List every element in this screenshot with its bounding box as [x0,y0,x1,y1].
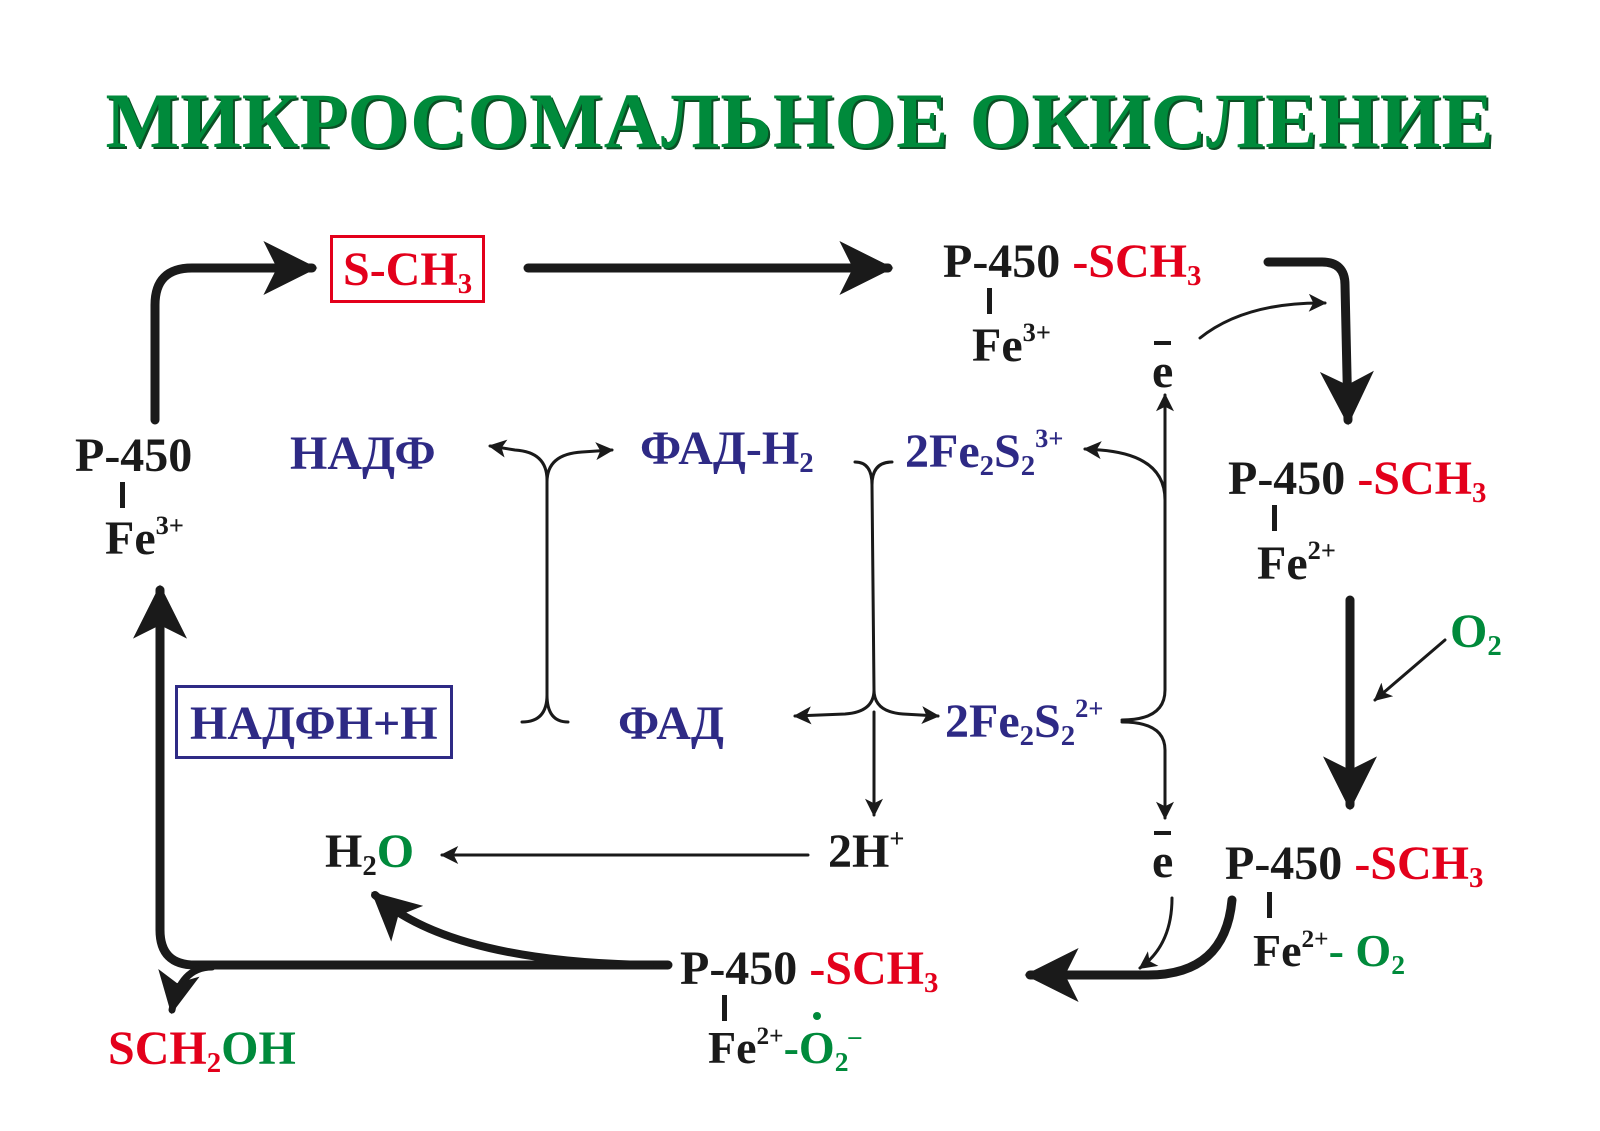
bracket-fes [1083,441,1167,722]
bracket-nadph [488,439,549,724]
product-label: SCH2OH [108,1022,296,1080]
substrate-label: S-CH3 [330,235,486,303]
fadh2-label: ФАД-Н2 [640,422,814,480]
electron-top: e [1152,345,1174,398]
arrow-complex-fe3-to-fe2 [1263,257,1374,426]
complex-oxy: P-450 -SCH3 [1225,837,1484,895]
bond-bar [1272,505,1277,535]
arrow-electron-in-1 [1198,293,1327,340]
diagram-title: МИКРОСОМАЛЬНОЕ ОКИСЛЕНИЕ [105,77,1495,164]
arrow-to-product [158,963,216,1015]
arrow-to-water [371,891,654,969]
p450-free: P-450 [75,429,193,482]
bracket-fadh2 [793,460,876,725]
iron-fe3-left: Fe3+ [105,510,184,565]
nadph-label: НАДФН+Н [175,685,453,759]
bond-bar [1267,892,1272,922]
arrow-oxy-to-superoxide [1024,895,1237,1002]
bond-bar [987,288,992,318]
arrow-electron-in-2 [1138,896,1174,970]
oxygen-label: O2 [1450,605,1502,663]
fes-reduced: 2Fe2S22+ [945,693,1104,753]
iron-fe2-oxy: Fe2+- O2 [1253,925,1405,980]
complex-superoxide: P-450 -SCH3 [680,942,939,1000]
bond-bar [120,482,125,512]
fad-label: ФАД [618,697,724,750]
arrow-superoxide-to-p450 [133,584,673,970]
nadp-label: НАДФ [290,427,436,480]
arrow-p450-to-substrate [150,241,318,425]
arrow-o2-in [1373,638,1447,702]
protons-label: 2H+ [828,823,905,878]
complex-fe2: P-450 -SCH3 [1228,452,1487,510]
iron-fe3-top: Fe3+ [972,317,1051,372]
iron-fe2-right: Fe2+ [1257,535,1336,590]
complex-fe3: P-450 -SCH3 [943,235,1202,293]
bond-bar [722,995,727,1025]
fes-oxidized: 2Fe2S23+ [905,423,1064,483]
water-label: H2O [325,825,415,883]
electron-bottom: e [1152,835,1174,888]
iron-superoxide: Fe2+-O2– [708,1022,862,1077]
